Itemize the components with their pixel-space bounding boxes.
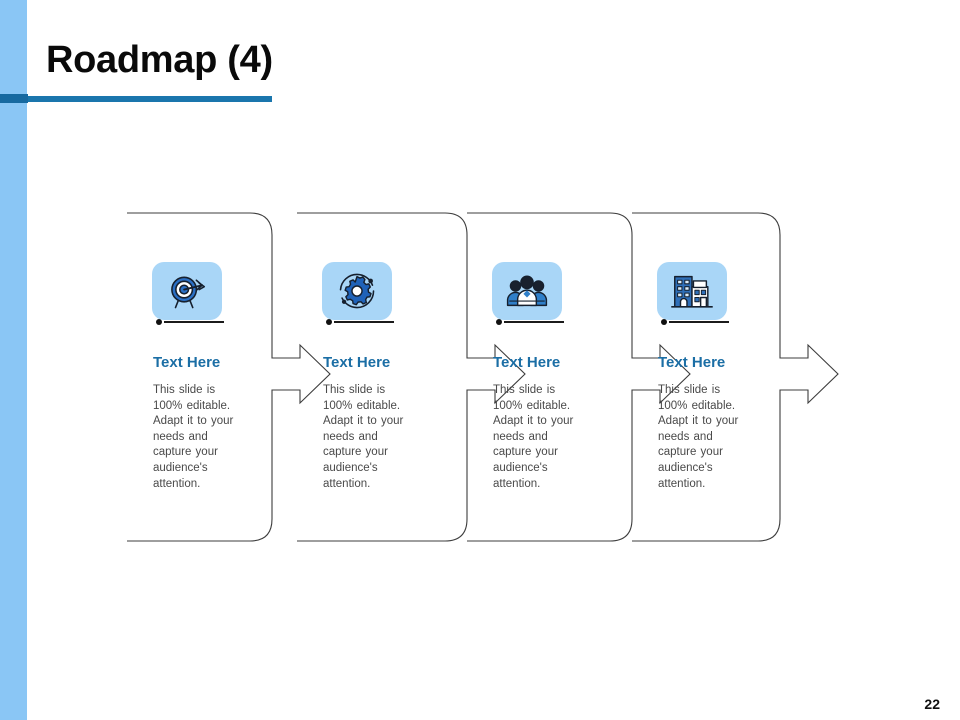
stage-body-text: This slide is 100% editable. Adapt it to…	[493, 384, 574, 490]
stage-heading: Text Here	[323, 354, 391, 371]
team-people-icon	[504, 268, 550, 314]
stage-marker-dot	[661, 319, 667, 325]
stage-icon-badge	[152, 262, 222, 320]
target-arrow-icon	[164, 268, 210, 314]
page-title: Roadmap (4)	[46, 39, 273, 81]
stage-heading: Text Here	[658, 354, 726, 371]
stage-marker-rule	[334, 321, 394, 323]
stage-marker-rule	[504, 321, 564, 323]
title-underline-cap	[0, 94, 28, 103]
gear-orbit-icon	[334, 268, 380, 314]
page-number: 22	[924, 696, 940, 712]
left-accent-rail	[0, 0, 27, 720]
stage-marker-rule	[164, 321, 224, 323]
stage-icon-badge	[657, 262, 727, 320]
stage-body-text: This slide is 100% editable. Adapt it to…	[323, 384, 404, 490]
stage-marker-dot	[156, 319, 162, 325]
stage-marker-rule	[669, 321, 729, 323]
stage-heading: Text Here	[493, 354, 561, 371]
stage-heading: Text Here	[153, 354, 221, 371]
stage-marker-dot	[496, 319, 502, 325]
stage-icon-badge	[322, 262, 392, 320]
stage-icon-badge	[492, 262, 562, 320]
stage-body-text: This slide is 100% editable. Adapt it to…	[658, 384, 739, 490]
stage-body-text: This slide is 100% editable. Adapt it to…	[153, 384, 234, 490]
office-building-icon	[669, 268, 715, 314]
title-underline	[0, 96, 272, 102]
stage-marker-dot	[326, 319, 332, 325]
